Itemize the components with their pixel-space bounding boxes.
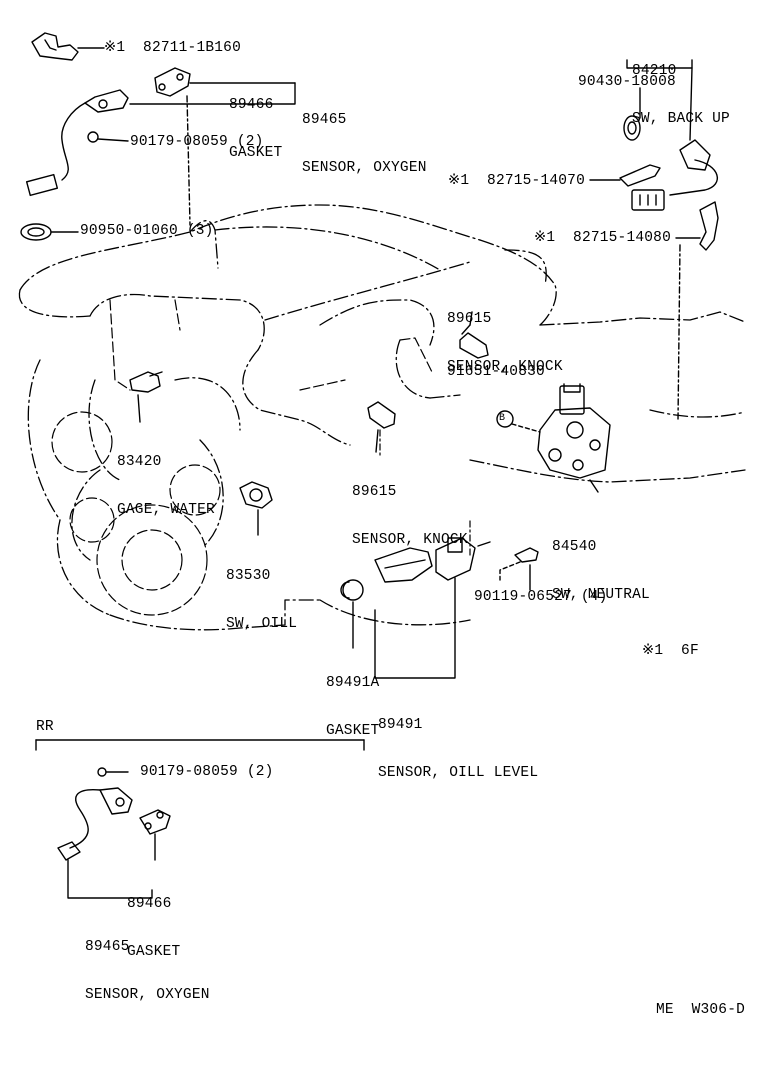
part-number: 89466 — [229, 97, 274, 113]
callout-89491: 89491 SENSOR, OILL LEVEL — [378, 685, 538, 797]
section-text: RR — [36, 719, 54, 735]
callout-text: ※1 82711-1B160 — [104, 40, 241, 56]
part-number: 89615 — [447, 311, 492, 327]
callout-90179-rr: 90179-08059 (2) — [140, 764, 274, 780]
part-number: 89491A — [326, 675, 380, 691]
figure-ref-text: ME W306-D — [656, 1002, 746, 1018]
callout-text: ※1 82715-14080 — [534, 230, 671, 246]
callout-90119: 90119-06527 (4) — [474, 589, 608, 605]
section-label-rr: RR — [36, 719, 54, 735]
part-number: 84210 — [632, 63, 677, 79]
part-name: SW, OILL — [226, 616, 298, 632]
oil-switch — [239, 481, 273, 536]
part-name: GASKET — [326, 723, 380, 739]
figure-reference: ME W306-D — [656, 1002, 745, 1018]
part-number: 83530 — [226, 568, 271, 584]
callout-89615-upper: 89615 SENSOR, KNOCK — [447, 279, 563, 391]
ref-letter: B — [499, 413, 506, 424]
water-gage-sensor — [129, 371, 163, 423]
part-name: GAGE, WATER — [117, 502, 215, 518]
part-name: GASKET — [229, 145, 283, 161]
callout-text: ※1 82715-14070 — [448, 173, 585, 189]
callout-82715-14070: ※1 82715-14070 — [448, 173, 585, 189]
callout-text: 90179-08059 (2) — [140, 764, 274, 780]
part-number: 89466 — [127, 896, 172, 912]
part-number: 84540 — [552, 539, 597, 555]
note-6f: ※1 6F — [642, 643, 699, 659]
oil-level-sensor — [340, 537, 539, 679]
part-name: SW, BACK UP — [632, 111, 730, 127]
callout-84210: 84210 SW, BACK UP — [632, 31, 730, 143]
part-name: SENSOR, OXYGEN — [85, 987, 210, 1003]
callout-text: 90950-01060 (3) — [80, 223, 214, 239]
callout-83420: 83420 GAGE, WATER — [117, 422, 215, 534]
callout-90950: 90950-01060 (3) — [80, 223, 214, 239]
callout-text: 90179-08059 (2) — [130, 134, 264, 150]
part-number: 89465 — [85, 939, 130, 955]
callout-83530: 83530 SW, OILL — [226, 536, 297, 648]
part-number: 89615 — [352, 484, 397, 500]
callout-84540: 84540 SW, NEUTRAL — [552, 507, 650, 619]
callout-90430: 90430-18008 — [578, 74, 676, 90]
callout-89465-top: 89465 SENSOR, OXYGEN — [302, 80, 427, 192]
callout-text: 91651-40830 — [447, 364, 545, 380]
part-name: SENSOR, KNOCK — [447, 359, 563, 375]
callout-89466-top: 89466 GASKET — [229, 65, 282, 177]
ref-b-marker: B — [499, 412, 505, 426]
callout-89465-rr: 89465 SENSOR, OXYGEN — [85, 907, 210, 1019]
callout-89615-lower: 89615 SENSOR, KNOCK — [352, 452, 468, 564]
engine-outline — [18, 204, 746, 631]
callout-text: 90430-18008 — [578, 74, 676, 90]
callout-text: 90119-06527 (4) — [474, 589, 608, 605]
callout-82711: ※1 82711-1B160 — [104, 40, 241, 56]
engine-details — [51, 299, 433, 616]
rr-section — [35, 739, 365, 899]
oxygen-sensor-top-assembly — [20, 32, 296, 241]
part-number: 89465 — [302, 112, 347, 128]
part-name: SENSOR, OXYGEN — [302, 160, 427, 176]
callout-82715-14080: ※1 82715-14080 — [534, 230, 671, 246]
callout-90179-top: 90179-08059 (2) — [130, 134, 264, 150]
note-text: ※1 6F — [642, 643, 699, 659]
part-name: GASKET — [127, 944, 181, 960]
part-number: 83420 — [117, 454, 162, 470]
callout-89491a: 89491A GASKET — [326, 643, 379, 755]
part-number: 89491 — [378, 717, 423, 733]
backup-switch-assembly — [589, 59, 719, 421]
part-name: SENSOR, KNOCK — [352, 532, 468, 548]
knock-sensor-lower — [367, 401, 396, 453]
callout-89466-rr: 89466 GASKET — [127, 864, 180, 976]
knock-sensor-upper — [459, 311, 489, 359]
part-name: SW, NEUTRAL — [552, 587, 650, 603]
neutral-switch — [496, 383, 611, 493]
callout-91651: 91651-40830 — [447, 364, 545, 380]
part-name: SENSOR, OILL LEVEL — [378, 765, 539, 781]
